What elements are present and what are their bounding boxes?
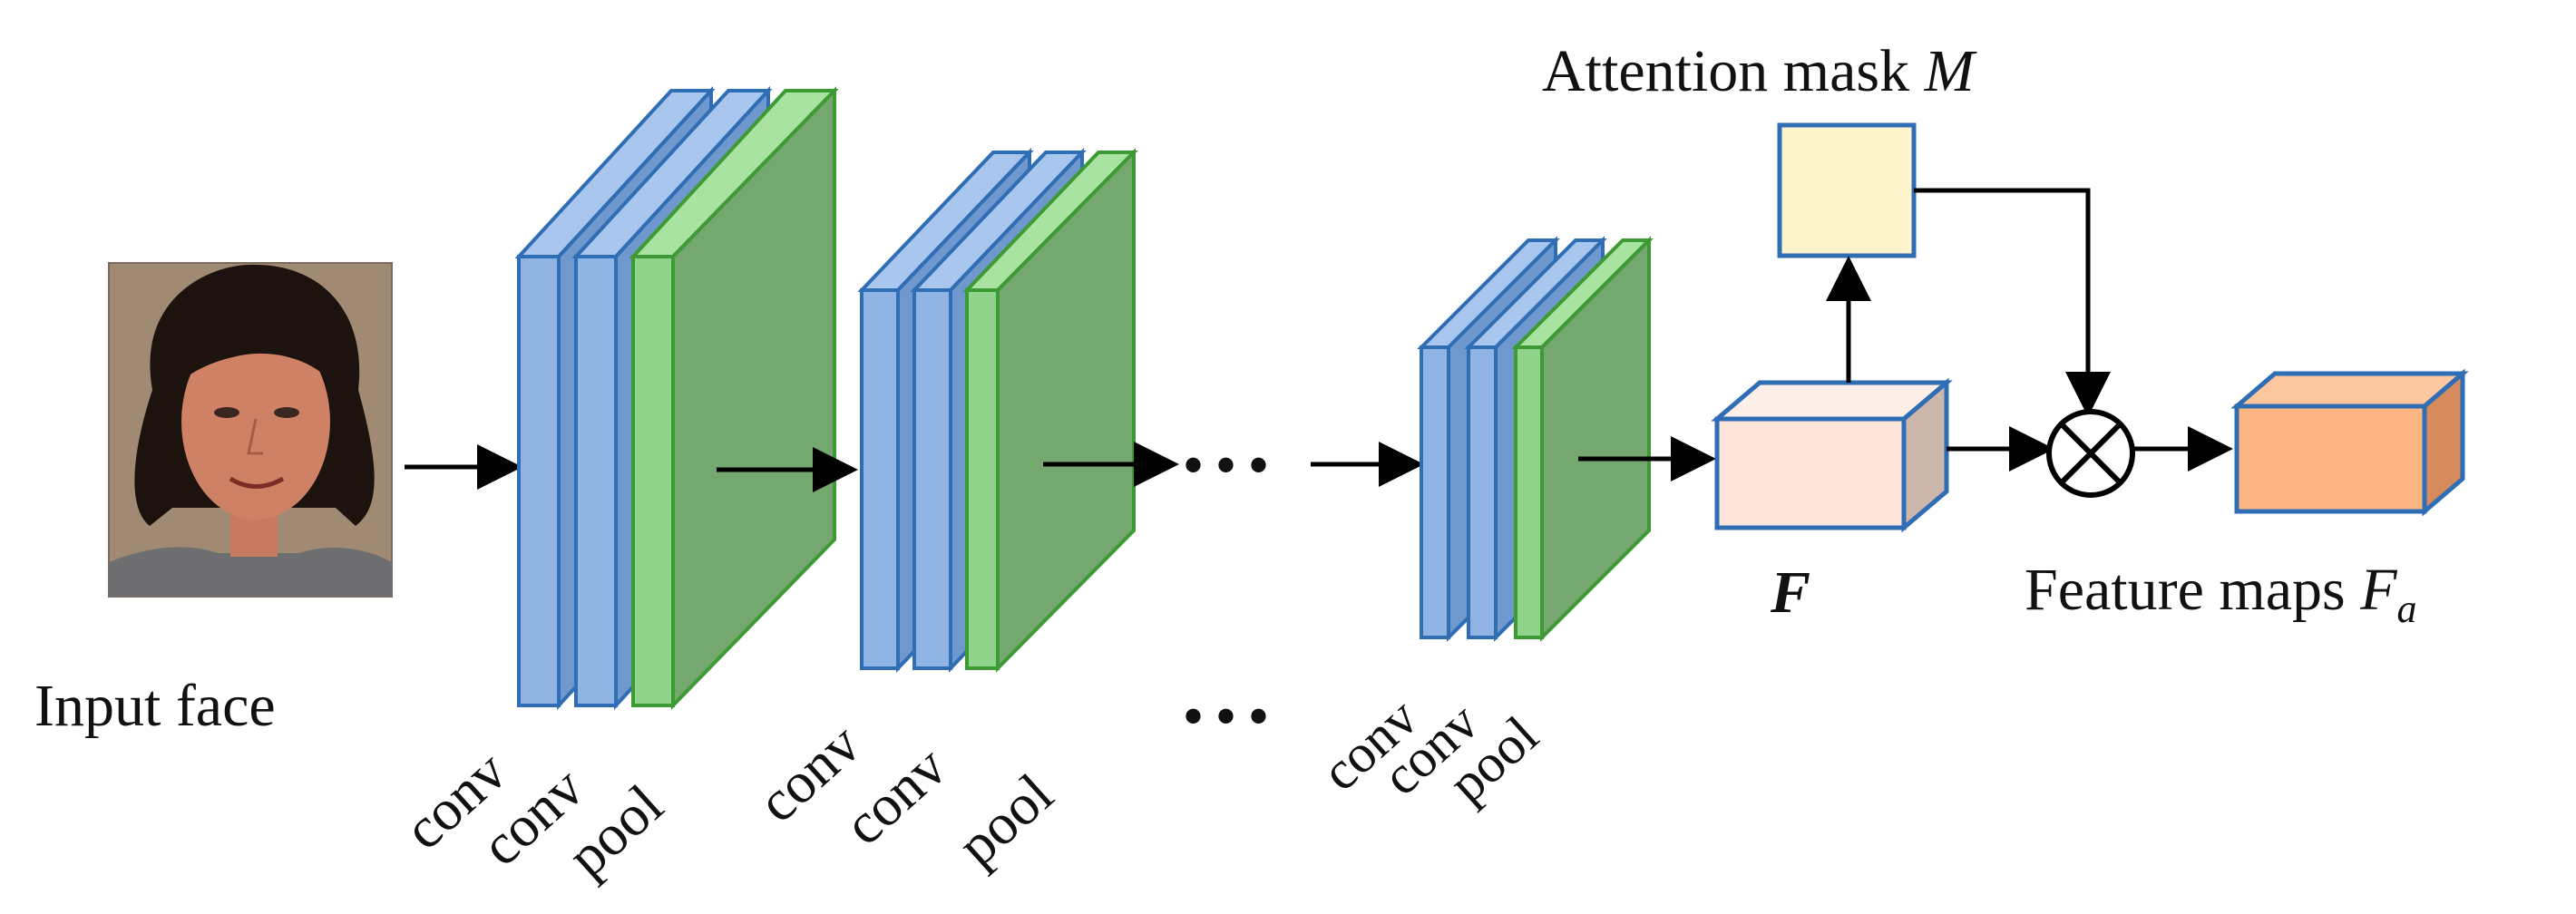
arrow-mask-to-multiply xyxy=(1914,188,2111,417)
conv-block-2 xyxy=(857,148,1138,673)
attention-mask-label: Attention mask M xyxy=(1542,38,1978,104)
block2-layer-label-3: pool xyxy=(945,762,1065,879)
ellipsis-mid: • • • xyxy=(1184,435,1268,495)
conv-block-3 xyxy=(1417,236,1654,642)
block2-pool-layer xyxy=(962,148,1138,673)
attention-mask-box xyxy=(1777,122,1917,258)
block1-pool-layer xyxy=(629,86,839,710)
feature-maps-label: Feature maps Fa xyxy=(2025,557,2417,631)
multiply-icon xyxy=(2046,409,2135,498)
ellipsis-labels: • • • xyxy=(1184,686,1268,746)
conv-block-1 xyxy=(514,85,839,711)
feature-block-F xyxy=(1711,377,1953,533)
input-face-label: Input face xyxy=(34,673,276,739)
block3-pool-layer xyxy=(1511,236,1654,642)
feature-F-label: F xyxy=(1770,559,1810,626)
feature-maps-Fa-block xyxy=(2230,368,2469,517)
input-face-image xyxy=(108,262,393,598)
